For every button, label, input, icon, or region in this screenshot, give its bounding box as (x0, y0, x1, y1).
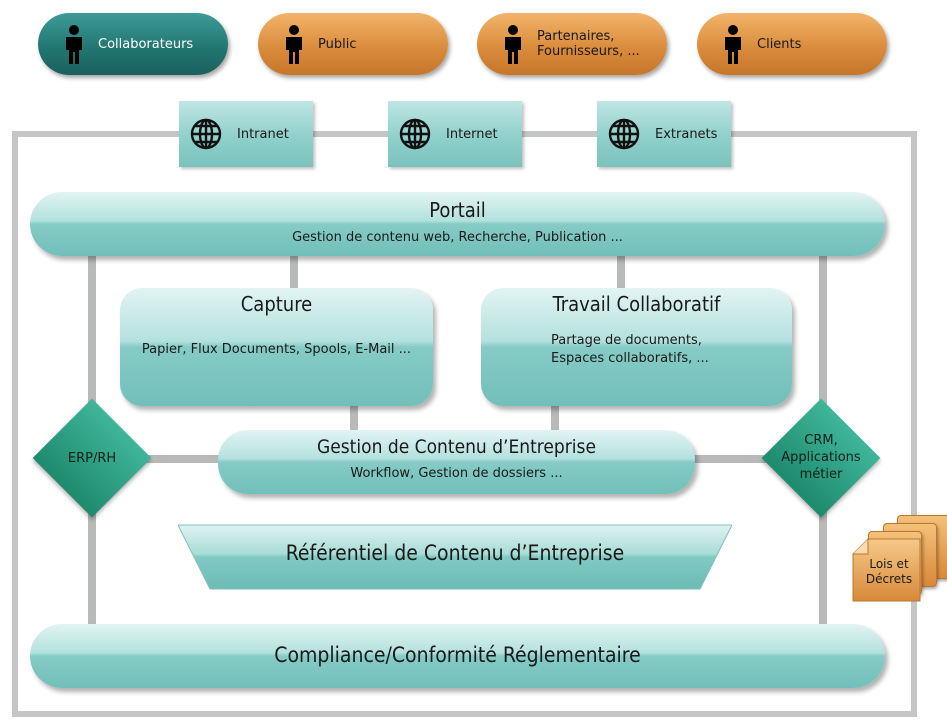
travail-block: Travail Collaboratif Partage de document… (481, 288, 792, 406)
connector-gce-crm (690, 455, 770, 463)
portail-title: Portail (429, 198, 486, 222)
network-extranets: Extranets (597, 101, 731, 167)
capture-body: Papier, Flux Documents, Spools, E-Mail .… (141, 342, 412, 357)
actor-label: Public (318, 36, 357, 52)
portail-subtitle: Gestion de contenu web, Recherche, Publi… (292, 230, 623, 245)
network-internet: Internet (388, 101, 522, 167)
travail-body: Partage de documents, Espaces collaborat… (551, 333, 709, 366)
globe-icon (190, 118, 222, 150)
erp-label: ERP/RH (67, 451, 117, 466)
gce-block: Gestion de Contenu d’Entreprise Workflow… (218, 430, 695, 494)
person-icon (505, 25, 521, 64)
referentiel-title: Référentiel de Contenu d’Entreprise (285, 541, 625, 565)
capture-block: Capture Papier, Flux Documents, Spools, … (120, 288, 433, 406)
referentiel-shape (178, 524, 732, 590)
connector-capture (290, 252, 298, 292)
network-label: Internet (446, 126, 498, 142)
globe-icon (608, 118, 640, 150)
network-label: Intranet (237, 126, 289, 142)
capture-title: Capture (240, 292, 313, 316)
network-label: Extranets (655, 126, 718, 142)
person-icon (286, 25, 302, 64)
actor-clients: Clients (697, 13, 887, 75)
connector-erp-gce (145, 455, 225, 463)
actor-partenaires: Partenaires, Fournisseurs, ... (477, 13, 667, 75)
globe-icon (399, 118, 431, 150)
actor-public: Public (258, 13, 448, 75)
compliance-title: Compliance/Conformité Réglementaire (274, 643, 641, 667)
connector-travail (617, 252, 625, 292)
actor-label: Clients (757, 36, 802, 52)
crm-label: CRM, Applications métier (781, 433, 861, 482)
portail-block: Portail Gestion de contenu web, Recherch… (30, 192, 885, 256)
actor-label: Partenaires, Fournisseurs, ... (537, 29, 640, 59)
connector-travail-gce (551, 402, 559, 436)
network-intranet: Intranet (179, 101, 313, 167)
gce-title: Gestion de Contenu d’Entreprise (317, 436, 596, 458)
compliance-block: Compliance/Conformité Réglementaire (30, 624, 885, 688)
lois-doc-front (852, 538, 921, 602)
connector-capture-gce (350, 402, 358, 436)
person-icon (66, 25, 82, 64)
gce-subtitle: Workflow, Gestion de dossiers ... (350, 466, 563, 481)
lois-label: Lois et Décrets (865, 557, 913, 586)
person-icon (725, 25, 741, 64)
travail-title: Travail Collaboratif (552, 292, 721, 316)
actor-label: Collaborateurs (98, 36, 194, 52)
actor-collaborateurs: Collaborateurs (38, 13, 228, 75)
